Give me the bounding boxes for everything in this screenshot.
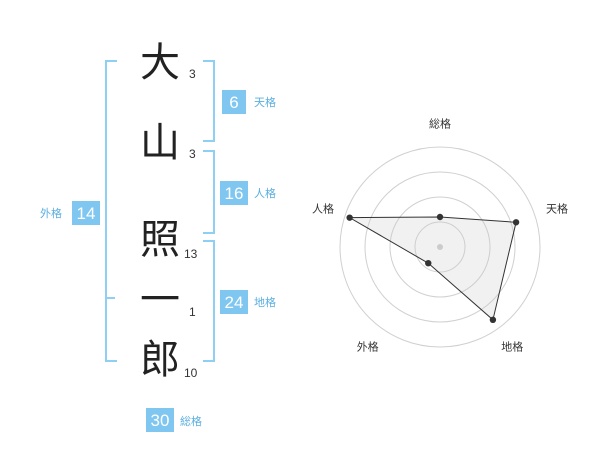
radar-point (512, 219, 520, 226)
radar-axis-label-gaikaku: 外格 (356, 340, 379, 353)
radar-point (436, 213, 444, 221)
gaikaku-label: 外格 (40, 207, 62, 220)
chikaku-value-badge: 24 (220, 290, 248, 314)
radar-center (437, 244, 443, 250)
stroke-count-4: 1 (189, 305, 196, 319)
radar-axis-label-chikaku: 地格 (501, 340, 524, 353)
radar-axis-label-tenkaku: 天格 (545, 202, 568, 216)
stroke-count-1: 3 (189, 67, 196, 81)
radar-ring (364, 171, 516, 323)
radar-point (346, 214, 353, 221)
gaikaku-bracket-divider (105, 297, 115, 299)
name-char-2: 山 (140, 120, 180, 166)
radar-axis-label-soukaku: 総格 (429, 117, 451, 131)
stroke-count-2: 3 (189, 147, 196, 161)
radar-axis-label-jinkaku: 人格 (312, 202, 335, 216)
name-char-4: 一 (140, 277, 180, 323)
jinkaku-label: 人格 (254, 187, 276, 200)
stroke-count-3: 13 (184, 247, 198, 261)
radar-area (347, 216, 517, 321)
jinkaku-value-badge: 16 (220, 181, 248, 205)
radar-ring (389, 196, 491, 298)
radar-ring (414, 221, 466, 273)
tenkaku-value-badge: 6 (222, 90, 246, 114)
gaikaku-value-badge: 14 (72, 201, 100, 225)
name-char-1: 大 (140, 40, 180, 86)
tenkaku-label: 天格 (254, 96, 276, 109)
chikaku-label: 地格 (254, 296, 276, 309)
name-char-5: 郎 (140, 337, 180, 383)
soukaku-label: 総格 (180, 415, 202, 428)
chikaku-bracket (203, 240, 215, 362)
radar-ring (339, 146, 541, 348)
soukaku-value-badge: 30 (146, 408, 174, 432)
tenkaku-bracket (203, 60, 215, 142)
radar-point (489, 316, 497, 324)
stroke-count-5: 10 (184, 366, 198, 380)
jinkaku-bracket (203, 150, 215, 234)
radar-point (425, 259, 432, 267)
gaikaku-bracket (105, 60, 117, 362)
name-char-3: 照 (140, 217, 180, 263)
